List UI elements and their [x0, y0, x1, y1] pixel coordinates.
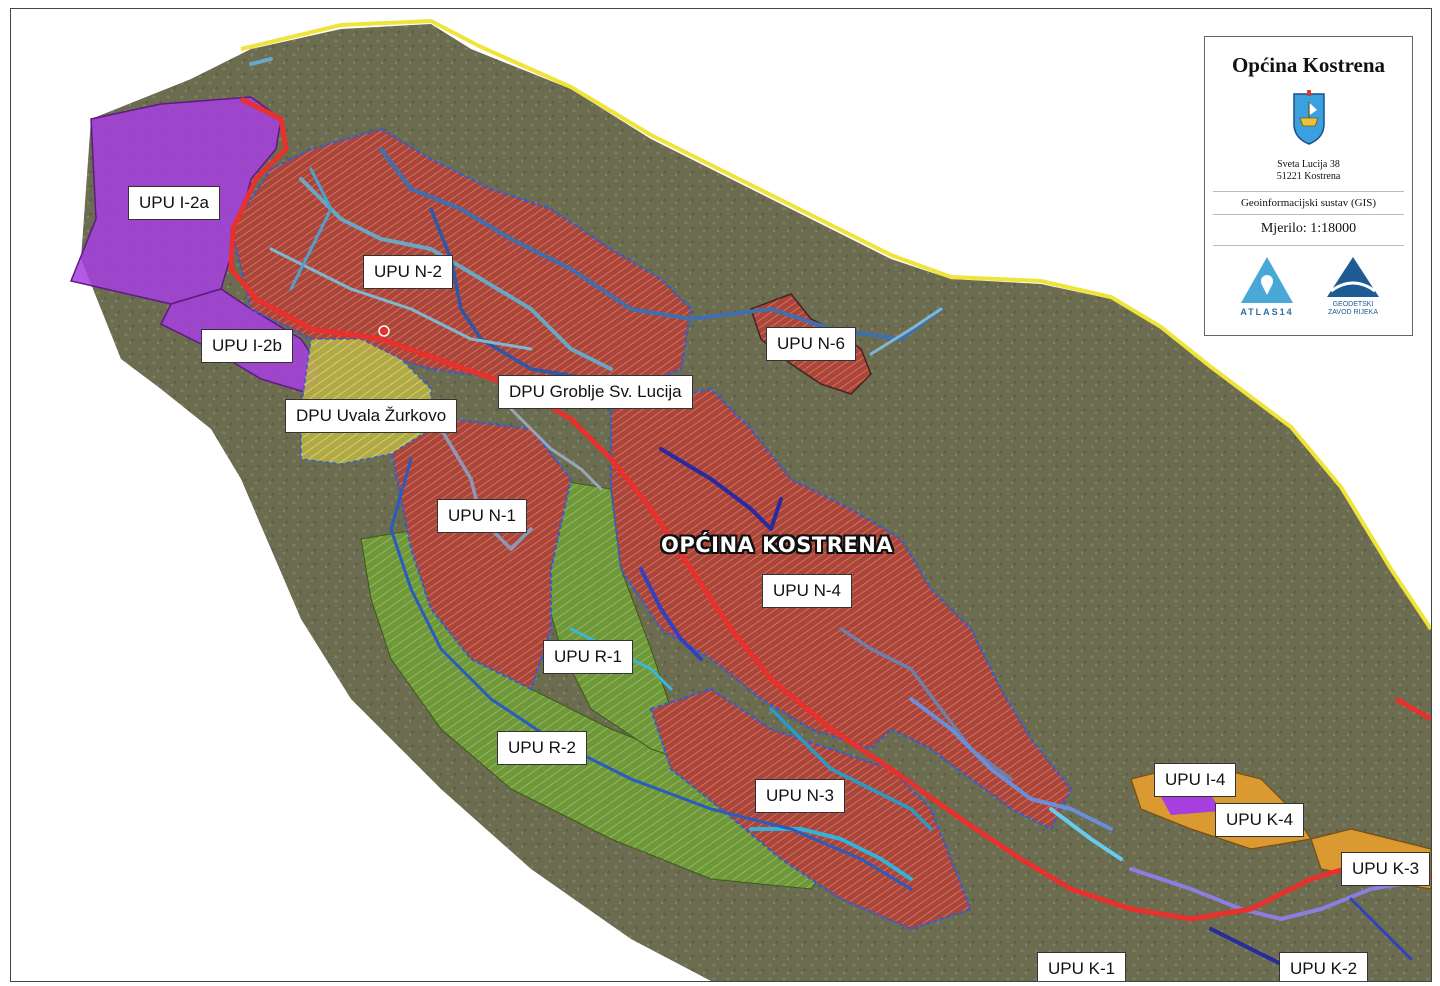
- legend-divider: [1213, 245, 1404, 246]
- main-road-east: [1394, 696, 1431, 722]
- legend-address: Sveta Lucija 38 51221 Kostrena: [1205, 159, 1412, 183]
- legend-divider: [1213, 214, 1404, 215]
- legend-panel: Općina Kostrena Sveta Lucija 38 51221 Ko…: [1204, 36, 1413, 336]
- zone-upu-i-4-purple: [1161, 795, 1221, 815]
- label-upu-i-2b: UPU I-2b: [201, 329, 293, 363]
- label-upu-n-3: UPU N-3: [755, 779, 846, 813]
- legend-title: Općina Kostrena: [1231, 53, 1386, 77]
- label-dpu-zurkovo: DPU Uvala Žurkovo: [285, 399, 458, 433]
- legend-system-name: Geoinformacijski sustav (GIS): [1240, 197, 1377, 209]
- label-upu-k-1: UPU K-1: [1037, 952, 1127, 981]
- gzr-logo-line1: GEODETSKI: [1332, 301, 1374, 308]
- atlas14-mark-icon: [1241, 257, 1293, 303]
- main-road: [228, 96, 1431, 922]
- local-road-network: [249, 57, 1431, 981]
- label-upu-n-6: UPU N-6: [766, 327, 857, 361]
- atlas14-logo: ATLAS14: [1227, 255, 1307, 317]
- label-upu-n-2: UPU N-2: [363, 255, 454, 289]
- zone-upu-n-4[interactable]: [609, 387, 1073, 831]
- legend-divider: [1213, 191, 1404, 192]
- label-upu-i-4: UPU I-4: [1154, 763, 1237, 797]
- gzr-mark-icon: [1327, 257, 1379, 297]
- gzr-logo: GEODETSKI ZAVOD RIJEKA: [1313, 255, 1393, 317]
- municipality-label: OPĆINA KOSTRENA: [661, 533, 894, 557]
- sea-water: [11, 289, 651, 981]
- map-frame: UPU I-2a UPU I-2b UPU N-2 UPU N-6 DPU Gr…: [10, 8, 1432, 982]
- label-upu-k-3: UPU K-3: [1341, 852, 1431, 886]
- address-line-1: Sveta Lucija 38: [1277, 159, 1340, 170]
- coat-of-arms-icon: [1292, 90, 1325, 145]
- label-upu-r-2: UPU R-2: [497, 731, 588, 765]
- gzr-logo-line2: ZAVOD RIJEKA: [1327, 309, 1379, 316]
- road-junction-marker: [378, 325, 390, 337]
- address-line-2: 51221 Kostrena: [1276, 171, 1341, 182]
- municipal-boundary: [240, 18, 1431, 631]
- label-upu-i-2a: UPU I-2a: [128, 186, 220, 220]
- atlas14-logo-text: ATLAS14: [1240, 307, 1294, 317]
- legend-logos: ATLAS14 GEODETSKI ZAVOD RIJEKA: [1205, 251, 1412, 329]
- label-upu-n-1: UPU N-1: [437, 499, 528, 533]
- label-upu-k-4: UPU K-4: [1215, 803, 1305, 837]
- label-upu-k-2: UPU K-2: [1279, 952, 1369, 981]
- zone-upu-n-1[interactable]: [389, 417, 573, 691]
- label-dpu-groblje: DPU Groblje Sv. Lucija: [498, 375, 693, 409]
- label-upu-n-4: UPU N-4: [762, 574, 853, 608]
- label-upu-r-1: UPU R-1: [543, 640, 634, 674]
- legend-scale: Mjerilo: 1:18000: [1260, 221, 1357, 236]
